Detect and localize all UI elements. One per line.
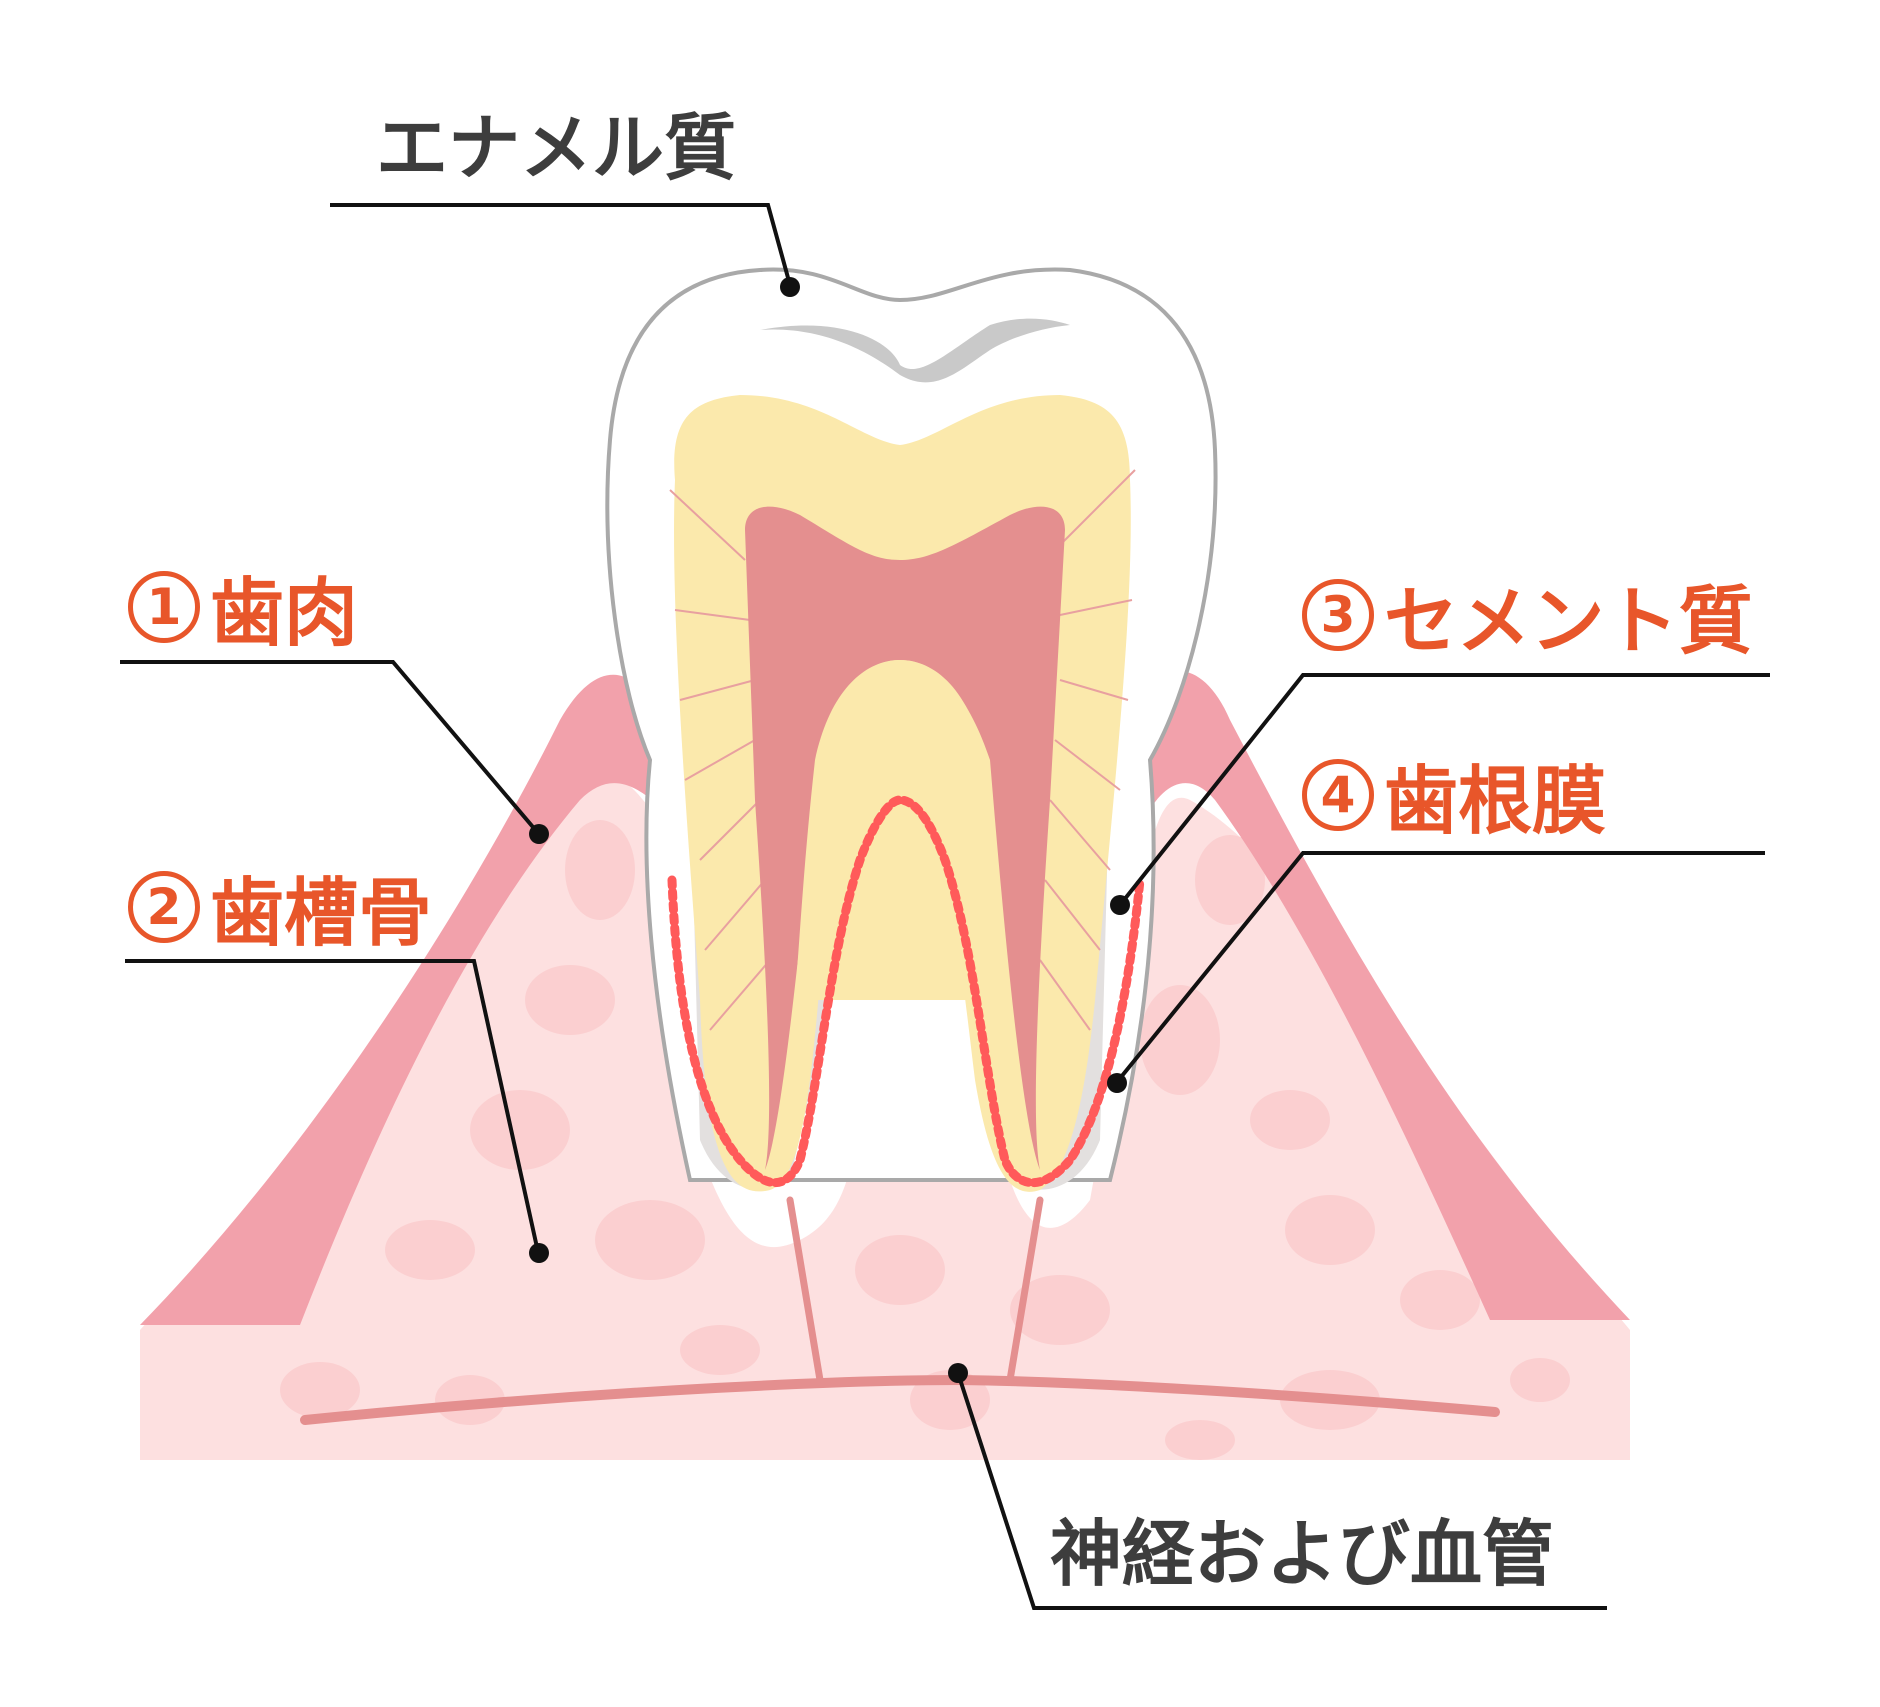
label-alveolar-bone-text: 歯槽骨 — [210, 870, 432, 957]
label-enamel: エナメル質 — [376, 106, 737, 190]
label-pdl-number: 4 — [1302, 759, 1374, 832]
label-gingiva-text: 歯肉 — [210, 570, 358, 657]
label-cementum-number: 3 — [1302, 579, 1374, 652]
gingiva — [140, 671, 1630, 1325]
leader-dots — [529, 277, 1130, 1383]
label-pdl-text: 歯根膜 — [1384, 758, 1606, 845]
label-alveolar-bone-number: 2 — [128, 871, 200, 944]
bone-spots — [280, 820, 1570, 1460]
pulp — [745, 506, 1065, 1170]
label-nerves-and-vessels: 神経および血管 — [1050, 1512, 1555, 1596]
leader-lines — [120, 203, 1770, 1610]
occlusal-groove — [760, 318, 1070, 383]
periodontal-ligament — [667, 795, 1145, 1187]
label-cementum-text: セメント質 — [1384, 578, 1753, 665]
label-gingiva-number: 1 — [128, 571, 200, 644]
